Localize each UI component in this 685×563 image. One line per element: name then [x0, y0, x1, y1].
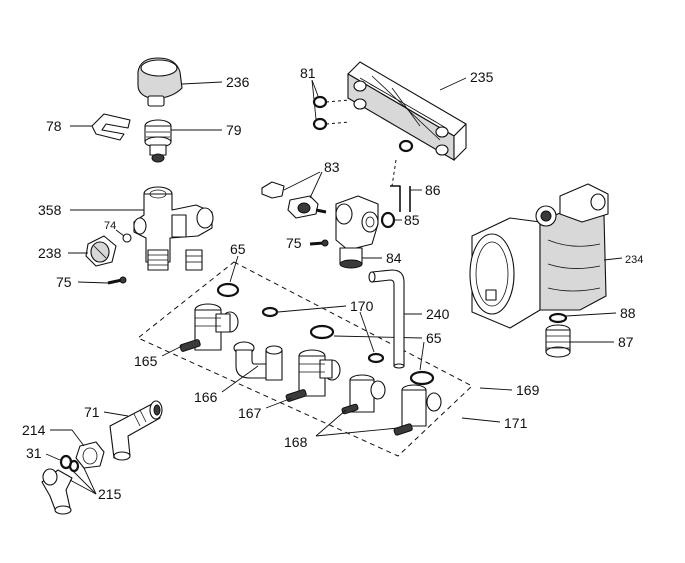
label-214: 214 — [22, 422, 46, 438]
label-86: 86 — [425, 182, 441, 198]
part-236-air-vent-cap — [137, 57, 183, 107]
label-75-middle: 75 — [286, 235, 302, 251]
part-166-bent-fitting — [233, 341, 283, 381]
part-75-screw-middle — [309, 239, 329, 247]
part-167-valve — [285, 349, 341, 402]
label-235: 235 — [470, 69, 494, 85]
label-85: 85 — [404, 212, 420, 228]
kit-outline-169 — [137, 261, 473, 457]
leader-169 — [479, 387, 513, 391]
label-170: 170 — [350, 298, 374, 314]
leader-168b — [315, 427, 399, 437]
part-84-valve-body — [335, 195, 379, 269]
label-81: 81 — [300, 65, 316, 81]
label-84: 84 — [386, 250, 402, 266]
part-71-elbow — [109, 400, 163, 461]
label-65b: 65 — [426, 330, 442, 346]
part-74-screw — [122, 233, 132, 243]
leader-65b — [333, 335, 423, 339]
part-234-pump — [469, 183, 609, 329]
part-83-sensor-clip — [261, 181, 327, 219]
part-214-nut — [75, 441, 105, 469]
part-240-bent-pipe — [368, 269, 405, 369]
part-65-seal-a — [216, 282, 240, 298]
part-88-o-ring — [548, 312, 568, 324]
label-31: 31 — [26, 445, 42, 461]
part-238-knob — [85, 235, 117, 267]
leader-65c — [419, 341, 425, 371]
leader-171 — [461, 417, 501, 423]
leader-170b — [359, 311, 375, 353]
label-75-left: 75 — [56, 274, 72, 290]
part-31-o-rings — [59, 454, 80, 473]
leader-168a — [315, 409, 347, 437]
part-85-o-ring — [380, 211, 396, 229]
part-65-seal-b — [309, 324, 435, 386]
part-79-air-vent-body — [144, 119, 172, 163]
leader-214b — [71, 429, 85, 447]
leader-166 — [221, 365, 259, 393]
label-167: 167 — [238, 405, 262, 421]
part-168-valve-b — [393, 384, 442, 436]
label-74: 74 — [104, 220, 116, 232]
label-87: 87 — [618, 334, 634, 350]
label-215: 215 — [98, 486, 122, 502]
leader-215a — [69, 479, 97, 495]
part-87-union-fitting — [545, 324, 571, 358]
label-166: 166 — [194, 389, 218, 405]
part-168-valve-a — [341, 374, 386, 415]
label-88: 88 — [620, 305, 636, 321]
part-165-valve — [179, 303, 239, 352]
label-71: 71 — [84, 404, 100, 420]
part-170-seal — [261, 306, 385, 364]
leader-65a — [229, 255, 239, 283]
leader-234 — [603, 257, 623, 261]
label-165: 165 — [134, 353, 158, 369]
part-75-screw-left — [107, 276, 127, 285]
leader-167 — [265, 397, 293, 409]
label-79: 79 — [226, 122, 242, 138]
leader-83b — [309, 171, 323, 199]
label-65a: 65 — [230, 241, 246, 257]
label-168: 168 — [284, 434, 308, 450]
part-86-clip — [390, 185, 411, 212]
leader-74 — [115, 229, 125, 237]
leader-236 — [181, 81, 223, 85]
leader-71 — [103, 411, 129, 417]
label-83: 83 — [324, 159, 340, 175]
label-240: 240 — [426, 306, 450, 322]
part-358-valve-block — [133, 186, 214, 271]
label-238: 238 — [38, 245, 62, 261]
leader-235 — [439, 77, 467, 91]
part-78-clip — [91, 113, 131, 141]
label-358: 358 — [38, 202, 62, 218]
leader-81a — [311, 79, 319, 97]
label-171: 171 — [504, 415, 528, 431]
leader-75-left — [77, 281, 109, 284]
leader-170a — [277, 305, 347, 313]
part-235-plate-heat-exchanger — [347, 61, 467, 161]
label-234: 234 — [625, 254, 643, 266]
label-169: 169 — [516, 382, 540, 398]
leader-81b — [311, 79, 317, 120]
leader-31 — [45, 453, 61, 461]
label-78: 78 — [46, 118, 62, 134]
label-236: 236 — [226, 74, 250, 90]
leader-165 — [161, 345, 183, 357]
leader-215b — [83, 467, 97, 495]
leader-83a — [283, 171, 321, 191]
leader-88 — [565, 312, 617, 317]
leader-215c — [71, 469, 97, 495]
part-215-elbow-fitting — [41, 468, 73, 515]
